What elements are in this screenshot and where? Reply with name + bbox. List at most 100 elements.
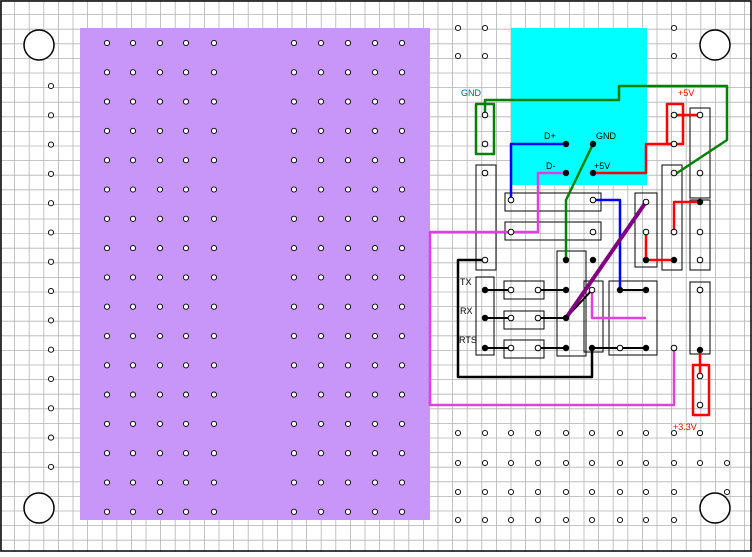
breadboard-hole — [344, 186, 352, 193]
strip-box — [689, 107, 711, 199]
open-pad — [507, 228, 515, 236]
plus5v-usb-label: +5V — [594, 161, 610, 171]
breadboard-hole — [398, 303, 406, 310]
breadboard-hole — [103, 420, 111, 427]
breadboard-hole — [156, 479, 164, 486]
breadboard-hole — [182, 391, 190, 398]
stripboard-hole — [47, 82, 55, 90]
stripboard-hole — [670, 24, 678, 32]
solder-dot — [588, 344, 596, 352]
mounting-hole-top-left — [23, 29, 55, 61]
mounting-hole-top-right — [699, 29, 731, 61]
plus3v3-connector — [691, 363, 711, 417]
breadboard-hole — [344, 391, 352, 398]
breadboard-hole — [103, 157, 111, 164]
stripboard-hole — [616, 459, 624, 467]
d-minus-label: D- — [546, 161, 556, 171]
breadboard-hole — [317, 186, 325, 193]
breadboard-hole — [103, 186, 111, 193]
solder-dot — [562, 314, 570, 322]
stripboard-hole — [670, 488, 678, 496]
breadboard-hole — [129, 127, 137, 134]
breadboard-hole — [317, 303, 325, 310]
stripboard-hole — [588, 488, 596, 496]
stripboard-hole — [534, 488, 542, 496]
stripboard-hole — [47, 288, 55, 295]
open-pad — [696, 228, 704, 236]
plus5v-top-label: +5V — [678, 88, 694, 98]
breadboard-hole — [317, 508, 325, 515]
breadboard-hole — [210, 420, 218, 427]
breadboard-hole — [317, 391, 325, 398]
breadboard-hole — [371, 332, 379, 340]
resistor-box — [504, 192, 602, 212]
breadboard-hole — [317, 245, 325, 252]
open-pad — [696, 111, 704, 119]
breadboard-hole — [210, 127, 218, 134]
breadboard-hole — [317, 39, 325, 47]
stripboard-hole — [481, 429, 489, 437]
solder-dot — [642, 286, 650, 294]
breadboard-hole — [182, 274, 190, 281]
breadboard-hole — [210, 508, 218, 515]
breadboard-hole — [317, 332, 325, 340]
breadboard-hole — [371, 215, 379, 222]
stripboard-hole — [642, 459, 650, 467]
stripboard-hole — [454, 459, 462, 467]
breadboard-hole — [398, 215, 406, 222]
breadboard-hole — [182, 186, 190, 193]
breadboard-hole — [371, 450, 379, 457]
breadboard-hole — [156, 39, 164, 47]
breadboard-hole — [103, 391, 111, 398]
stripboard-hole — [47, 170, 55, 177]
breadboard-hole — [182, 508, 190, 515]
open-pad — [670, 344, 678, 352]
breadboard-hole — [129, 450, 137, 457]
d-minus-wire — [590, 290, 646, 320]
breadboard-hole — [210, 450, 218, 457]
vcc-wire — [593, 142, 674, 175]
stripboard-hole — [47, 434, 55, 441]
breadboard-hole — [344, 274, 352, 281]
stripboard-hole — [481, 24, 489, 32]
stripboard-hole — [562, 516, 570, 524]
breadboard-hole — [103, 215, 111, 222]
breadboard-hole — [182, 362, 190, 369]
stripboard-hole — [47, 141, 55, 148]
strip-box — [475, 164, 497, 271]
gnd-connector — [474, 102, 496, 156]
breadboard-hole — [156, 245, 164, 252]
strip-box — [661, 164, 683, 271]
breadboard-hole — [210, 303, 218, 310]
solder-dot — [481, 314, 489, 322]
breadboard-hole — [210, 69, 218, 76]
stripboard-hole — [507, 429, 515, 437]
breadboard-hole — [103, 332, 111, 340]
breadboard-hole — [371, 274, 379, 281]
open-pad — [670, 169, 678, 177]
stripboard-hole — [562, 429, 570, 437]
stripboard-hole — [588, 459, 596, 467]
breadboard-hole — [371, 69, 379, 76]
stripboard-hole — [47, 200, 55, 207]
breadboard-hole — [317, 98, 325, 105]
breadboard-hole — [290, 420, 298, 427]
breadboard-hole — [398, 362, 406, 369]
breadboard-hole — [344, 157, 352, 164]
stripboard-hole — [696, 459, 704, 467]
stripboard-hole — [642, 429, 650, 437]
open-pad — [616, 344, 624, 352]
d-minus-wire — [428, 171, 676, 407]
plus3v3-label: +3.3V — [673, 422, 697, 432]
stripboard-hole — [534, 459, 542, 467]
breadboard-hole — [344, 332, 352, 340]
breadboard-hole — [317, 420, 325, 427]
open-pad — [589, 228, 597, 236]
mounting-holes — [23, 29, 731, 524]
mounting-hole-bottom-right — [699, 492, 731, 524]
d-plus-label: D+ — [544, 131, 556, 141]
stripboard-hole — [670, 52, 678, 60]
breadboard-hole — [182, 450, 190, 457]
